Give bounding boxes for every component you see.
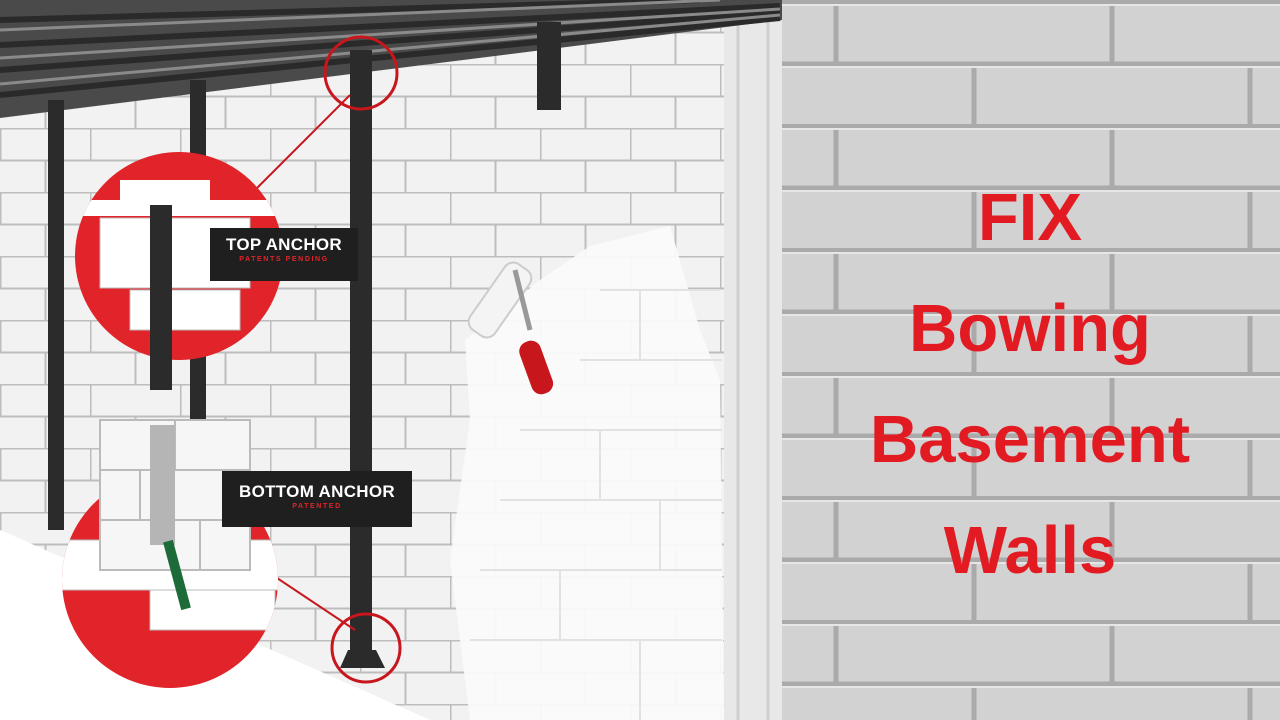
top-anchor-subtitle: PATENTS PENDING [239, 256, 329, 263]
bottom-anchor-subtitle: PATENTED [292, 503, 342, 510]
bottom-anchor-foot [340, 650, 385, 668]
paint-roller-icon [467, 261, 554, 395]
top-anchor-title: TOP ANCHOR [225, 235, 343, 254]
headline-line-2: Bowing [909, 291, 1151, 366]
bottom-block-cutaway [99, 419, 251, 611]
top-detail-ring [323, 35, 399, 111]
headline: FIX Bowing Basement Walls [820, 162, 1240, 606]
top-anchor-label: TOP ANCHOR PATENTS PENDING [210, 228, 358, 281]
headline-line-3: Basement [869, 402, 1191, 477]
bottom-anchor-title: BOTTOM ANCHOR [239, 482, 395, 501]
corner-pillar [724, 0, 782, 720]
right-brick-wall [782, 0, 1280, 720]
headline-line-1: FIX [977, 180, 1083, 255]
headline-line-4: Walls [943, 513, 1117, 588]
bottom-detail-ring [330, 612, 402, 684]
top-callout-line [254, 94, 351, 191]
top-anchor-bracket [150, 205, 172, 390]
bottom-anchor-label: BOTTOM ANCHOR PATENTED [222, 471, 412, 527]
painted-wall-area [450, 226, 724, 720]
